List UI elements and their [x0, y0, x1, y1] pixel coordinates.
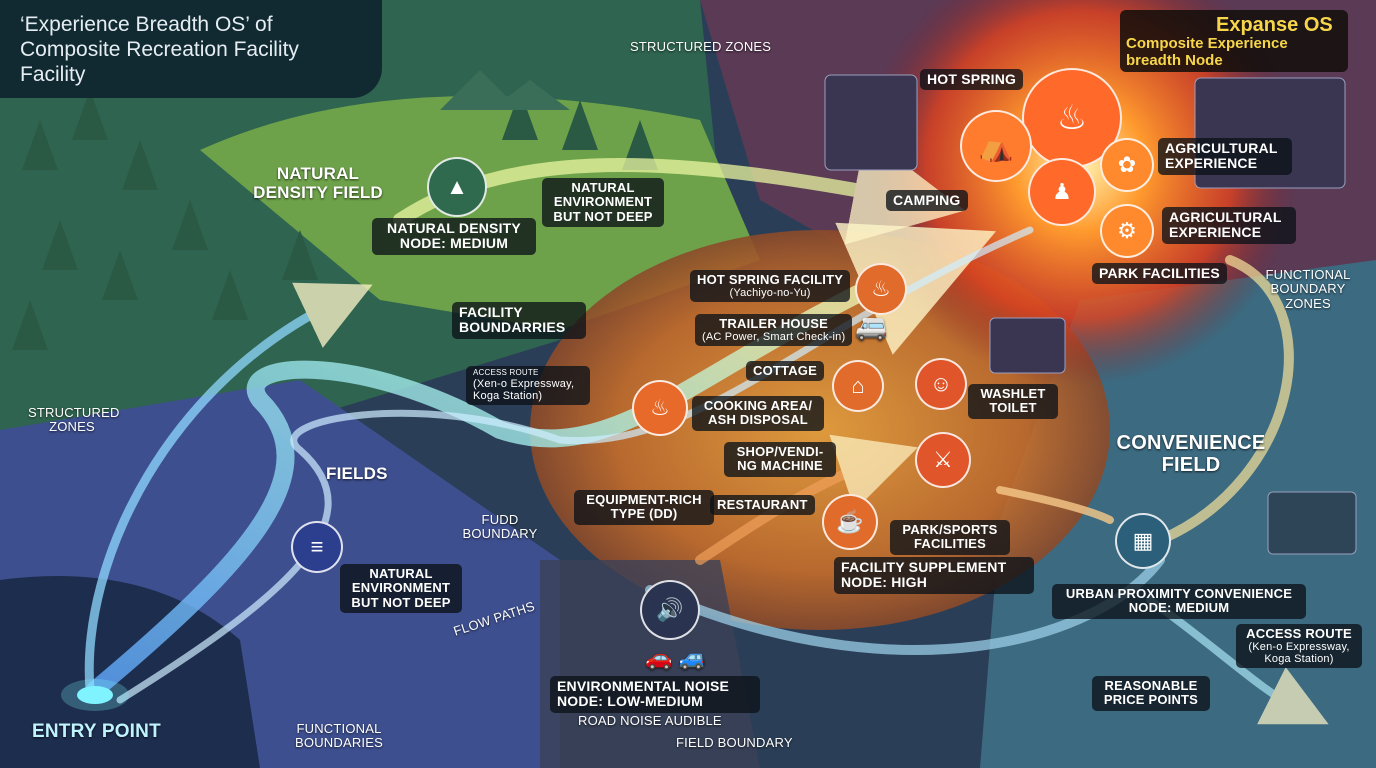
- natural-env-top-label: NATURAL ENVIRONMENT BUT NOT DEEP: [542, 178, 664, 227]
- os-subtitle: Composite Experience breadth Node: [1126, 35, 1288, 69]
- natural-density-node-label: NATURAL DENSITY NODE: MEDIUM: [372, 218, 536, 255]
- title-panel: [0, 0, 382, 98]
- access-route-label: ACCESS ROUTE (Ken-o Expressway, Koga Sta…: [1236, 624, 1362, 669]
- hot-spring-small-icon: ♨: [855, 263, 907, 315]
- family-icon: ♟: [1028, 158, 1096, 226]
- structured-zones-left-label: STRUCTURED ZONES: [28, 405, 120, 435]
- hot-spring-facility-label: HOT SPRING FACILITY (Yachiyo-no-Yu): [690, 270, 851, 303]
- access-routes-small-text: (Xen-o Expressway, Koga Station): [473, 377, 575, 402]
- hot-spring-label: HOT SPRING: [920, 69, 1024, 91]
- agricultural-label-2: AGRICULTURAL EXPERIENCE: [1162, 207, 1296, 244]
- hot-spring-facility-sub: (Yachiyo-no-Yu): [729, 287, 811, 300]
- restaurant-label: RESTAURANT: [710, 495, 815, 516]
- park-sports-label: PARK/SPORTS FACILITIES: [890, 520, 1010, 555]
- access-routes-small-label: ACCESS ROUTE (Xen-o Expressway, Koga Sta…: [466, 366, 590, 405]
- convenience-field-label: CONVENIENCE FIELD: [1116, 432, 1266, 476]
- cooking-area-label: COOKING AREA/ ASH DISPOSAL: [692, 396, 824, 431]
- road-noise-label: ROAD NOISE AUDIBLE: [578, 713, 722, 728]
- access-route-title: ACCESS ROUTE: [1246, 626, 1352, 641]
- washlet-toilet-label: WASHLET TOILET: [968, 384, 1058, 419]
- tractor-icon: ⚙: [1100, 204, 1154, 258]
- cooking-icon: ♨: [632, 380, 688, 436]
- natural-density-field-label: NATURAL DENSITY FIELD: [253, 164, 383, 202]
- trailer-house-title: TRAILER HOUSE: [719, 316, 829, 331]
- agricultural-label-1: AGRICULTURAL EXPERIENCE: [1158, 138, 1292, 175]
- trailer-house-label: TRAILER HOUSE (AC Power, Smart Check-in): [695, 314, 853, 347]
- facility-supplement-label: FACILITY SUPPLEMENT NODE: HIGH: [834, 557, 1034, 594]
- park-facilities-label: PARK FACILITIES: [1092, 263, 1227, 285]
- trailer-icon: 🚐: [855, 311, 888, 341]
- urban-proximity-label: URBAN PROXIMITY CONVENIENCE NODE: MEDIUM: [1052, 584, 1306, 619]
- field-boundary-label: FIELD BOUNDARY: [676, 735, 793, 750]
- os-panel: [1120, 10, 1348, 72]
- camping-label: CAMPING: [886, 190, 968, 212]
- people-icon: ☺: [915, 358, 967, 410]
- restaurant-icon: ☕: [822, 494, 878, 550]
- environmental-noise-label: ENVIRONMENTAL NOISE NODE: LOW-MEDIUM: [550, 676, 760, 713]
- natural-env-left-label: NATURAL ENVIRONMENT BUT NOT DEEP: [340, 564, 462, 613]
- corn-icon: ✿: [1100, 138, 1154, 192]
- layers-icon: ≡: [291, 521, 343, 573]
- structured-zones-top-label: STRUCTURED ZONES: [630, 39, 772, 54]
- entry-point-label: ENTRY POINT: [32, 721, 161, 742]
- cottage-label: COTTAGE: [746, 361, 824, 382]
- trailer-house-sub: (AC Power, Smart Check-in): [702, 331, 846, 344]
- forest-trees: [12, 90, 658, 350]
- car-icon: 🚗 🚙: [645, 645, 707, 670]
- equipment-rich-label: EQUIPMENT-RICH TYPE (DD): [574, 490, 714, 525]
- functional-boundaries-label: FUNCTIONAL BOUNDARIES: [295, 721, 383, 751]
- fudd-boundary-label: FUDD BOUNDARY: [462, 512, 538, 542]
- fields-label: FIELDS: [326, 464, 388, 483]
- building-icon: ▦: [1115, 513, 1171, 569]
- speaker-icon: 🔊: [640, 580, 700, 640]
- functional-boundary-zones-label: FUNCTIONAL BOUNDARY ZONES: [1265, 267, 1351, 311]
- facility-boundaries-label: FACILITY BOUNDARRIES: [452, 302, 586, 339]
- fork-knife-icon: ⚔: [915, 432, 971, 488]
- hot-spring-facility-title: HOT SPRING FACILITY: [697, 272, 844, 287]
- house-icon: ⌂: [832, 360, 884, 412]
- os-title: Expanse OS: [1216, 14, 1333, 36]
- shop-vending-label: SHOP/VENDI- NG MACHINE: [724, 442, 836, 477]
- tent-icon: ⛺: [960, 110, 1032, 182]
- tree-icon: ▲: [427, 157, 487, 217]
- reasonable-price-label: REASONABLE PRICE POINTS: [1092, 676, 1210, 711]
- page-title: ‘Experience Breadth OS’ of Composite Rec…: [20, 13, 299, 87]
- access-routes-small-title: ACCESS ROUTE: [473, 368, 539, 377]
- access-route-sub: (Ken-o Expressway, Koga Station): [1248, 641, 1350, 666]
